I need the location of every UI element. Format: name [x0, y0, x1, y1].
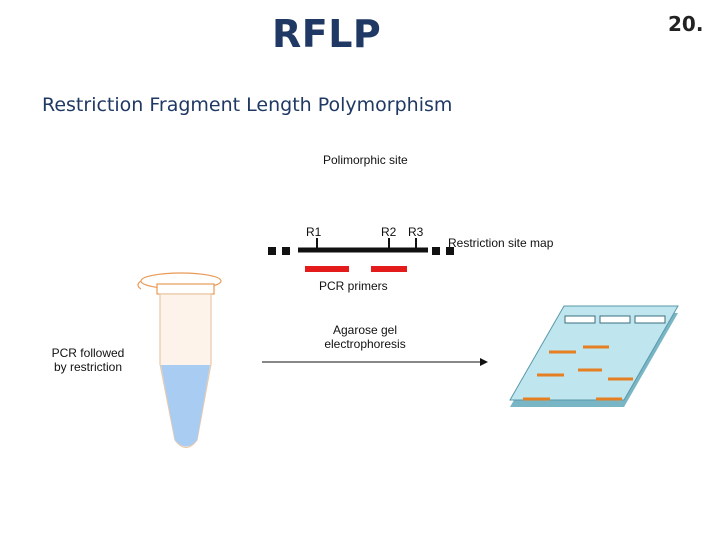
primer-forward	[305, 266, 349, 272]
restriction-site-map-label: Restriction site map	[448, 236, 554, 250]
pcr-tube	[137, 272, 222, 449]
process-label-line-2: electrophoresis	[324, 337, 406, 351]
restriction-site-map	[268, 238, 454, 255]
process-label: Agarose gel electrophoresis	[310, 323, 420, 351]
polymorphic-site-label: Polimorphic site	[323, 153, 408, 167]
process-label-line-1: Agarose gel	[332, 323, 398, 337]
site-label-r2: R2	[381, 225, 397, 239]
tube-rim	[156, 283, 215, 295]
map-dot-left-2	[282, 247, 290, 255]
gel-well-3	[634, 315, 666, 324]
primer-reverse	[371, 266, 407, 272]
tube-label-line-2: by restriction	[53, 360, 123, 374]
map-dot-right-1	[432, 247, 440, 255]
gel-well-2	[599, 315, 631, 324]
pcr-primers-label: PCR primers	[319, 279, 388, 293]
agarose-gel	[509, 305, 679, 407]
tube-label: PCR followed by restriction	[30, 346, 146, 374]
map-dot-left-1	[268, 247, 276, 255]
slide-title: RFLP	[272, 12, 382, 56]
site-label-r1: R1	[306, 225, 322, 239]
process-arrow	[262, 358, 488, 366]
tube-label-line-1: PCR followed	[51, 346, 125, 360]
tube-cap-hinge	[137, 280, 142, 290]
slide-subtitle: Restriction Fragment Length Polymorphism	[42, 94, 453, 116]
map-dot-right-2	[446, 247, 454, 255]
gel-well-1	[564, 315, 596, 324]
tube-liquid	[161, 365, 210, 447]
pcr-primers	[305, 266, 407, 272]
arrow-head	[480, 358, 488, 366]
page-number: 20.	[668, 12, 704, 36]
site-label-r3: R3	[408, 225, 424, 239]
